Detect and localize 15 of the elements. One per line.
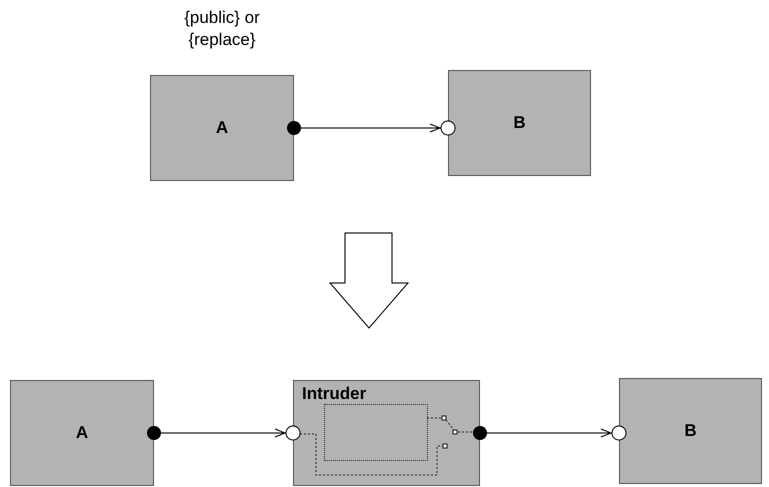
component-name: B <box>684 421 697 441</box>
port-connector <box>287 120 456 136</box>
inner-component-box <box>324 404 428 461</box>
component-name: Intruder <box>302 384 366 404</box>
component-name: A <box>216 118 228 138</box>
constraint-note: {public} or {replace} <box>183 7 261 51</box>
component-box <box>293 380 480 486</box>
component-name: A <box>76 423 88 443</box>
port-connector <box>147 426 300 440</box>
component-box <box>150 75 294 181</box>
component-box <box>619 378 762 484</box>
port-connector <box>473 426 626 440</box>
component-name: B <box>513 113 526 133</box>
component-box <box>10 380 154 486</box>
component-box <box>448 70 591 176</box>
